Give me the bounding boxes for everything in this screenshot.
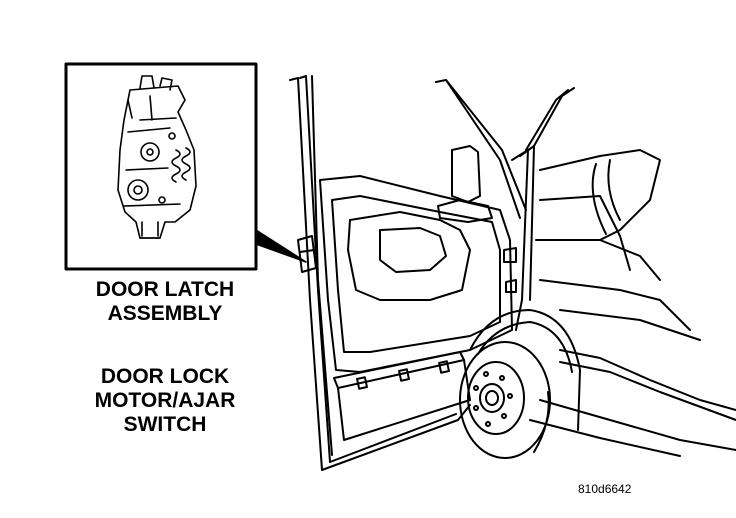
door-panel <box>289 75 527 471</box>
figure-code: 810d6642 <box>578 482 632 496</box>
leader-pointer <box>255 229 307 263</box>
label-line: DOOR LOCK <box>100 365 230 388</box>
label-line: ASSEMBLY <box>107 302 223 325</box>
door-latch-drawing <box>117 75 197 239</box>
vehicle-body <box>503 87 736 457</box>
label-line: SWITCH <box>123 413 207 436</box>
door-latch-assembly-label: DOOR LATCH ASSEMBLY <box>60 278 270 326</box>
label-line: MOTOR/AJAR <box>94 389 236 412</box>
door-lock-motor-ajar-switch-label: DOOR LOCK MOTOR/AJAR SWITCH <box>60 365 270 437</box>
label-line: DOOR LATCH <box>95 278 235 301</box>
front-wheel <box>459 309 581 459</box>
latch-inset-frame <box>64 62 258 271</box>
